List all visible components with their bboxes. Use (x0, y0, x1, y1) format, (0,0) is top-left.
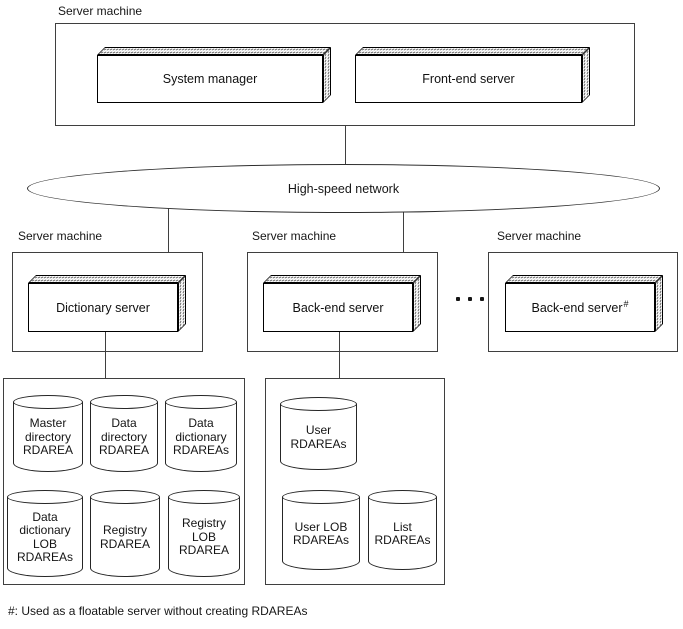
cylinder-top (280, 397, 357, 411)
dictionary-server-label: Dictionary server (56, 300, 150, 315)
cylinder-top (168, 490, 240, 504)
connector-dictionary-storage (105, 332, 106, 378)
cylinder-body (7, 497, 83, 577)
cylinder-label: Data directory RDAREA (98, 416, 149, 458)
dictionary-machine-box (12, 252, 203, 352)
connector-network-dictionary (168, 207, 169, 252)
high-speed-network-ellipse: High-speed network (27, 164, 660, 213)
backend-machine-label: Server machine (252, 229, 337, 243)
front-end-server-label: Front-end server (422, 72, 515, 86)
connector-backend-storage (339, 332, 340, 378)
cylinder-label: Registry LOB RDAREA (178, 516, 229, 558)
registry-rdarea-cylinder: Registry RDAREA (90, 490, 160, 577)
cylinder-label: List RDAREAs (374, 519, 431, 547)
system-manager-box: System manager (97, 47, 331, 103)
dictionary-machine-label: Server machine (18, 229, 103, 243)
cylinder-top (282, 490, 360, 504)
data-dictionary-rdareas-cylinder: Data dictionary RDAREAs (165, 395, 237, 472)
cylinder-top (90, 490, 160, 504)
back-end-server-box: Back-end server (263, 275, 421, 332)
cylinder-label: Data dictionary RDAREAs (172, 416, 229, 458)
master-directory-rdarea-cylinder: Master directory RDAREA (13, 395, 83, 472)
backend-machine-box (247, 252, 438, 352)
box-top-edge (97, 47, 331, 55)
cylinder-label: Data dictionary LOB RDAREAs (16, 509, 73, 564)
box-top-edge (355, 47, 590, 55)
cylinder-body (13, 402, 83, 472)
cylinder-label: Registry RDAREA (99, 523, 150, 551)
system-manager-label: System manager (162, 72, 258, 86)
dictionary-server-face: Dictionary server (28, 283, 178, 332)
back-end-server-floatable-label: Back-end server (531, 300, 623, 315)
front-end-server-face: Front-end server (355, 55, 582, 103)
top-server-machine-label: Server machine (58, 4, 143, 18)
backend-storage-box (265, 378, 445, 585)
ellipsis-dots (456, 297, 484, 301)
cylinder-label: User LOB RDAREAs (292, 519, 349, 547)
cylinder-body (90, 497, 160, 577)
high-speed-network-label: High-speed network (287, 181, 400, 196)
system-manager-face: System manager (97, 55, 323, 103)
connector-network-backend (403, 209, 404, 252)
box-top-edge (505, 275, 663, 283)
cylinder-body (90, 402, 158, 472)
cylinder-top (13, 395, 83, 409)
cylinder-label: Master directory RDAREA (22, 416, 73, 458)
cylinder-body (368, 497, 437, 570)
cylinder-top (90, 395, 158, 409)
back-end-server-floatable-box: Back-end server# (505, 275, 663, 332)
cylinder-body (165, 402, 237, 472)
cylinder-top (165, 395, 237, 409)
box-right-edge (178, 275, 186, 332)
data-directory-rdarea-cylinder: Data directory RDAREA (90, 395, 158, 472)
dictionary-server-box: Dictionary server (28, 275, 186, 332)
dictionary-storage-box (3, 378, 245, 585)
cylinder-body (168, 497, 240, 577)
cylinder-top (7, 490, 83, 504)
back-end-server-floatable-face: Back-end server# (505, 283, 655, 332)
cylinder-top (368, 490, 437, 504)
back-end-server-label: Back-end server (292, 300, 384, 315)
top-server-machine-box (55, 23, 635, 126)
data-dictionary-lob-rdareas-cylinder: Data dictionary LOB RDAREAs (7, 490, 83, 577)
box-top-edge (28, 275, 186, 283)
user-lob-rdareas-cylinder: User LOB RDAREAs (282, 490, 360, 570)
cylinder-body (280, 404, 357, 470)
box-right-edge (413, 275, 421, 332)
box-right-edge (655, 275, 663, 332)
backend-floatable-machine-label: Server machine (497, 229, 582, 243)
back-end-server-face: Back-end server (263, 283, 413, 332)
footnote: #: Used as a floatable server without cr… (8, 604, 308, 618)
registry-lob-rdarea-cylinder: Registry LOB RDAREA (168, 490, 240, 577)
box-right-edge (582, 47, 590, 103)
box-right-edge (323, 47, 331, 103)
cylinder-label: User RDAREAs (290, 423, 347, 451)
backend-floatable-machine-box (488, 252, 678, 352)
list-rdareas-cylinder: List RDAREAs (368, 490, 437, 570)
front-end-server-box: Front-end server (355, 47, 590, 103)
box-top-edge (263, 275, 421, 283)
user-rdareas-cylinder: User RDAREAs (280, 397, 357, 470)
cylinder-body (282, 497, 360, 570)
connector-topbox-network (345, 125, 346, 165)
